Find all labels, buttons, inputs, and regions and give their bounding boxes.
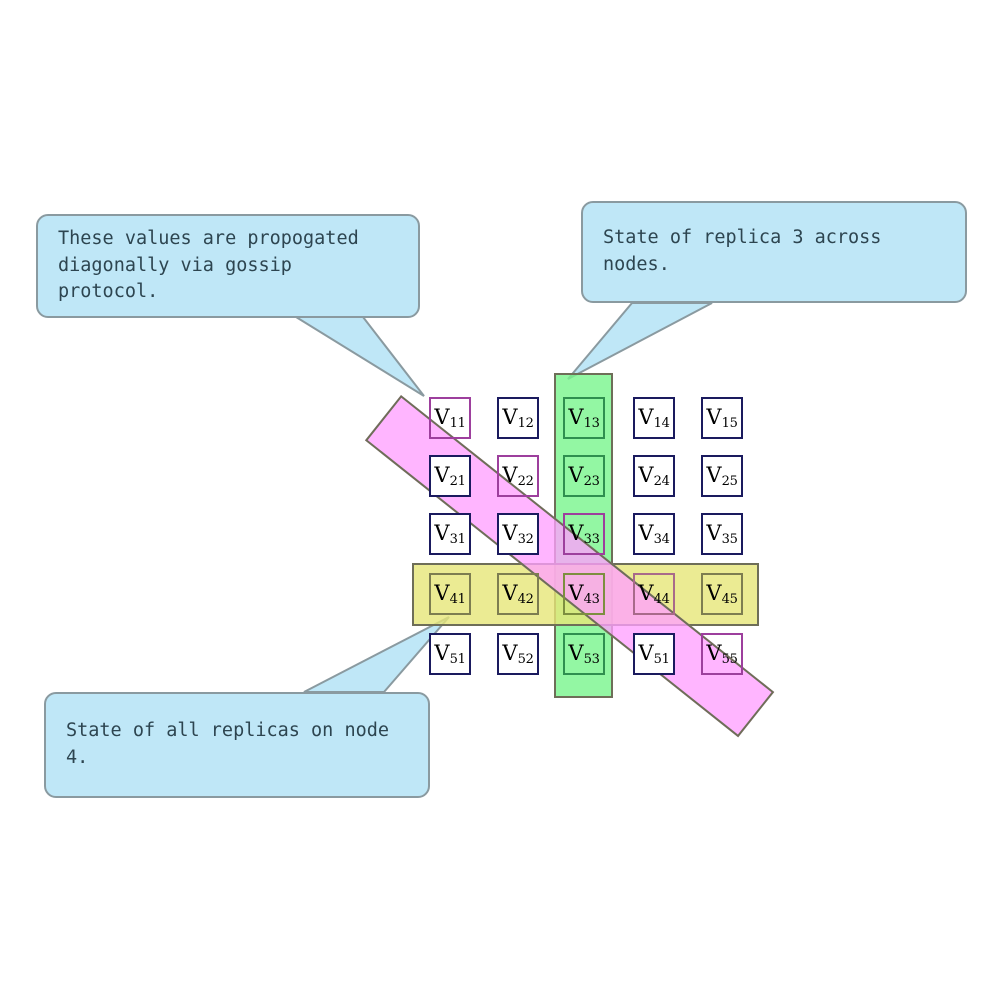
grid-cell-v31[interactable]: V31 [429,513,471,555]
cell-label: V24 [638,462,670,490]
node-callout-text: State of all replicas on node 4. [66,720,390,768]
grid-cell-v22[interactable]: V22 [497,455,539,497]
gossip-callout[interactable]: These values are propogated diagonally v… [36,214,420,318]
grid-cell-v34[interactable]: V34 [633,513,675,555]
cell-label: V15 [706,404,738,432]
cell-label: V44 [638,580,670,608]
cell-label: V14 [638,404,670,432]
grid-cell-v55[interactable]: V55 [701,633,743,675]
cell-label: V31 [434,520,466,548]
gossip-callout-tail [292,316,425,397]
grid-cell-v35[interactable]: V35 [701,513,743,555]
cell-label: V53 [568,640,600,668]
grid-cell-v15[interactable]: V15 [701,397,743,439]
cell-label: V25 [706,462,738,490]
cell-label: V12 [502,404,534,432]
cell-label: V35 [706,520,738,548]
cell-label: V11 [434,404,466,432]
cell-label: V55 [706,640,738,668]
cell-label: V34 [638,520,670,548]
cell-label: V32 [502,520,534,548]
cell-label: V52 [502,640,534,668]
cell-label: V45 [706,580,738,608]
grid-cell-v43[interactable]: V43 [563,573,605,615]
grid-cell-v53[interactable]: V53 [563,633,605,675]
cell-label: V51 [638,640,670,668]
node-callout[interactable]: State of all replicas on node 4. [44,692,430,798]
grid-cell-v51[interactable]: V51 [429,633,471,675]
grid-cell-v32[interactable]: V32 [497,513,539,555]
cell-label: V33 [568,520,600,548]
replica-callout-tail [567,302,713,380]
grid-cell-v45[interactable]: V45 [701,573,743,615]
cell-label: V42 [502,580,534,608]
grid-cell-v33[interactable]: V33 [563,513,605,555]
grid-cell-v24[interactable]: V24 [633,455,675,497]
grid-cell-v52[interactable]: V52 [497,633,539,675]
cell-label: V51 [434,640,466,668]
grid-cell-v54[interactable]: V51 [633,633,675,675]
node-callout-tail [303,616,450,693]
grid-cell-v42[interactable]: V42 [497,573,539,615]
grid-cell-v23[interactable]: V23 [563,455,605,497]
grid-cell-v41[interactable]: V41 [429,573,471,615]
grid-cell-v25[interactable]: V25 [701,455,743,497]
cell-label: V13 [568,404,600,432]
gossip-callout-text: These values are propogated diagonally v… [58,227,359,303]
grid-cell-v11[interactable]: V11 [429,397,471,439]
cell-label: V43 [568,580,600,608]
cell-label: V21 [434,462,466,490]
grid-cell-v21[interactable]: V21 [429,455,471,497]
grid-cell-v13[interactable]: V13 [563,397,605,439]
cell-label: V22 [502,462,534,490]
cell-label: V23 [568,462,600,490]
grid-cell-v14[interactable]: V14 [633,397,675,439]
grid-cell-v44[interactable]: V44 [633,573,675,615]
grid-cell-v12[interactable]: V12 [497,397,539,439]
replica-callout-text: State of replica 3 across nodes. [603,227,882,275]
cell-label: V41 [434,580,466,608]
replica-callout[interactable]: State of replica 3 across nodes. [581,201,967,303]
